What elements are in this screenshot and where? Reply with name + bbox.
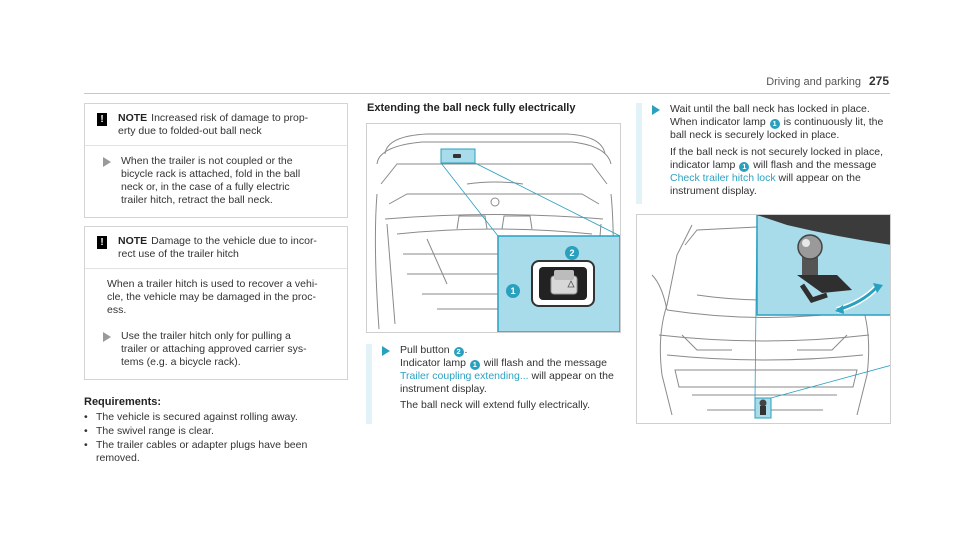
note-text: When a trailer hitch is used to recover … <box>107 278 318 316</box>
step-arrow-icon <box>103 157 111 167</box>
step-text: If the ball neck is not securely locked … <box>670 146 884 171</box>
section-title: Driving and parking <box>766 76 861 88</box>
note-step-text: Use the trailer hitch only for pulling a… <box>121 330 307 368</box>
step-text: will flash and the message <box>753 159 877 171</box>
list-item: The vehicle is secured against rolling a… <box>84 411 348 424</box>
trunk-figure: 1 2 <box>366 123 621 333</box>
instruction-step: Pull button 2. Indicator lamp 1 will fla… <box>376 344 626 412</box>
step-text: will appear on the instrument display. <box>670 172 861 197</box>
step-text: will appear on the instrument display. <box>400 370 614 395</box>
callout-2: 2 <box>565 246 579 260</box>
warning-icon: ! <box>97 113 107 126</box>
callout-2-inline: 2 <box>453 347 464 357</box>
instruction-bar <box>366 344 372 424</box>
section-heading: Extending the ball neck fully electrical… <box>367 102 576 114</box>
step-arrow-icon <box>382 346 390 356</box>
note-step: Use the trailer hitch only for pulling a… <box>85 321 347 379</box>
callout-1-inline: 1 <box>769 119 780 129</box>
step-arrow-icon <box>652 105 660 115</box>
instruction-bar <box>636 103 642 204</box>
note-label: NOTE <box>118 112 148 124</box>
note-title: Damage to the vehicle due to incor- rect… <box>118 235 317 260</box>
list-item: The swivel range is clear. <box>84 425 348 438</box>
display-message: Trailer coupling extending... <box>400 370 529 382</box>
instruction-step: Wait until the ball neck has locked in p… <box>646 103 896 198</box>
note-label: NOTE <box>118 235 148 247</box>
callout-1-inline: 1 <box>739 162 750 172</box>
rear-figure <box>636 214 891 424</box>
middle-instructions: Pull button 2. Indicator lamp 1 will fla… <box>376 344 626 412</box>
display-message: Check trailer hitch lock <box>670 172 776 184</box>
requirements-title: Requirements: <box>84 396 162 408</box>
page-header: Driving and parking 275 <box>766 74 889 88</box>
trunk-illustration <box>374 133 620 332</box>
page-number: 275 <box>868 74 889 88</box>
note-title: Increased risk of damage to prop- erty d… <box>118 112 309 137</box>
result-text: The ball neck will extend fully electric… <box>400 399 591 411</box>
rear-illustration <box>651 215 890 419</box>
header-rule <box>84 93 890 94</box>
list-item: The trailer cables or adapter plugs have… <box>84 439 348 465</box>
step-text: is continuously lit, the ball neck is se… <box>670 116 884 141</box>
step-arrow-icon <box>103 332 111 342</box>
step-text: Pull button <box>400 344 450 356</box>
requirements: Requirements: The vehicle is secured aga… <box>84 396 348 465</box>
requirements-list: The vehicle is secured against rolling a… <box>84 411 348 465</box>
note-step: When the trailer is not coupled or the b… <box>85 146 347 217</box>
note-step-text: When the trailer is not coupled or the b… <box>121 155 301 206</box>
step-text: Wait until the ball neck has locked in p… <box>670 103 870 128</box>
step-text: Indicator lamp <box>400 357 466 369</box>
right-instructions: Wait until the ball neck has locked in p… <box>646 103 896 198</box>
warning-icon: ! <box>97 236 107 249</box>
callout-1-inline: 1 <box>469 360 480 370</box>
callout-1: 1 <box>506 284 520 298</box>
step-text: will flash and the message <box>483 357 607 369</box>
